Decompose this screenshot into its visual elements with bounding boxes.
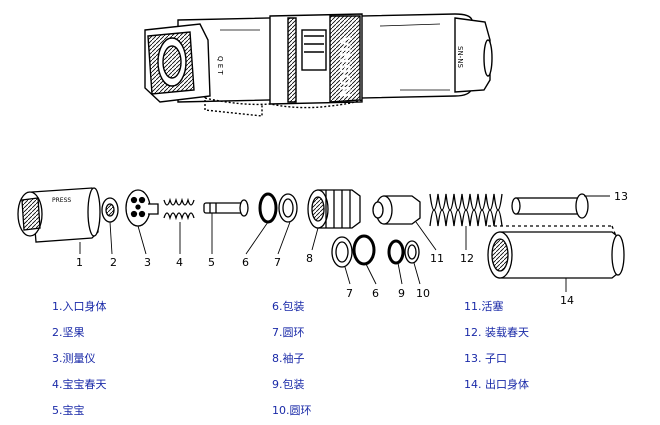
callout-13: 13	[614, 190, 628, 203]
part-stem	[203, 199, 249, 217]
part-packing-lower	[352, 234, 376, 266]
legend-item-13: 13. 子口	[464, 352, 507, 365]
callout-8: 8	[306, 252, 313, 265]
legend-item-1: 1.入口身体	[52, 300, 107, 313]
part-piston	[372, 195, 421, 225]
part-sleeve	[307, 189, 361, 229]
legend-item-7: 7.圆环	[272, 326, 305, 339]
part-inlet-body	[17, 187, 101, 243]
press-mark: PRESS	[52, 197, 71, 204]
callout-9: 9	[398, 287, 405, 300]
right-code-mark: SN-NS	[456, 46, 464, 68]
callout-14: 14	[560, 294, 574, 307]
legend-item-4: 4.宝宝春天	[52, 378, 107, 391]
part-small-spring	[163, 197, 195, 221]
callout-6: 6	[242, 256, 249, 269]
callouts: 1 2 3 4 5 6 7 8 11 12 13 7 6 9 10 14	[76, 190, 628, 307]
part-packing-small	[387, 239, 405, 265]
callout-6-lower: 6	[372, 287, 379, 300]
legend-item-6: 6.包装	[272, 300, 305, 313]
part-load-spring	[429, 193, 503, 227]
legend-item-8: 8.袖子	[272, 352, 305, 365]
callout-7-lower: 7	[346, 287, 353, 300]
callout-11: 11	[430, 252, 444, 265]
part-packing	[258, 192, 278, 224]
callout-7: 7	[274, 256, 281, 269]
callout-2: 2	[110, 256, 117, 269]
legend-item-9: 9.包装	[272, 378, 305, 391]
legend-item-14: 14. 出口身体	[464, 378, 529, 391]
callout-3: 3	[144, 256, 151, 269]
part-outlet-body	[487, 225, 625, 279]
part-gauge	[125, 189, 159, 227]
legend-item-10: 10.圆环	[272, 404, 312, 417]
leader-lines	[79, 195, 610, 292]
legend-item-3: 3.测量仪	[52, 352, 96, 365]
legend-item-5: 5.宝宝	[52, 404, 85, 417]
part-nut	[101, 197, 119, 223]
legend-item-2: 2.坚果	[52, 326, 85, 339]
part-ring-small	[404, 240, 420, 264]
callout-4: 4	[176, 256, 183, 269]
legend-item-11: 11.活塞	[464, 300, 504, 313]
part-sub-port	[511, 193, 589, 219]
brand-mark: VINSON	[336, 36, 352, 97]
callout-10: 10	[416, 287, 430, 300]
left-code-mark: Q E T	[216, 56, 224, 75]
assembled-valve	[144, 13, 493, 117]
part-ring	[278, 193, 298, 223]
callout-5: 5	[208, 256, 215, 269]
callout-1: 1	[76, 256, 83, 269]
callout-12: 12	[460, 252, 474, 265]
part-ring-lower	[331, 236, 353, 268]
legend-item-12: 12. 装载春天	[464, 326, 529, 339]
